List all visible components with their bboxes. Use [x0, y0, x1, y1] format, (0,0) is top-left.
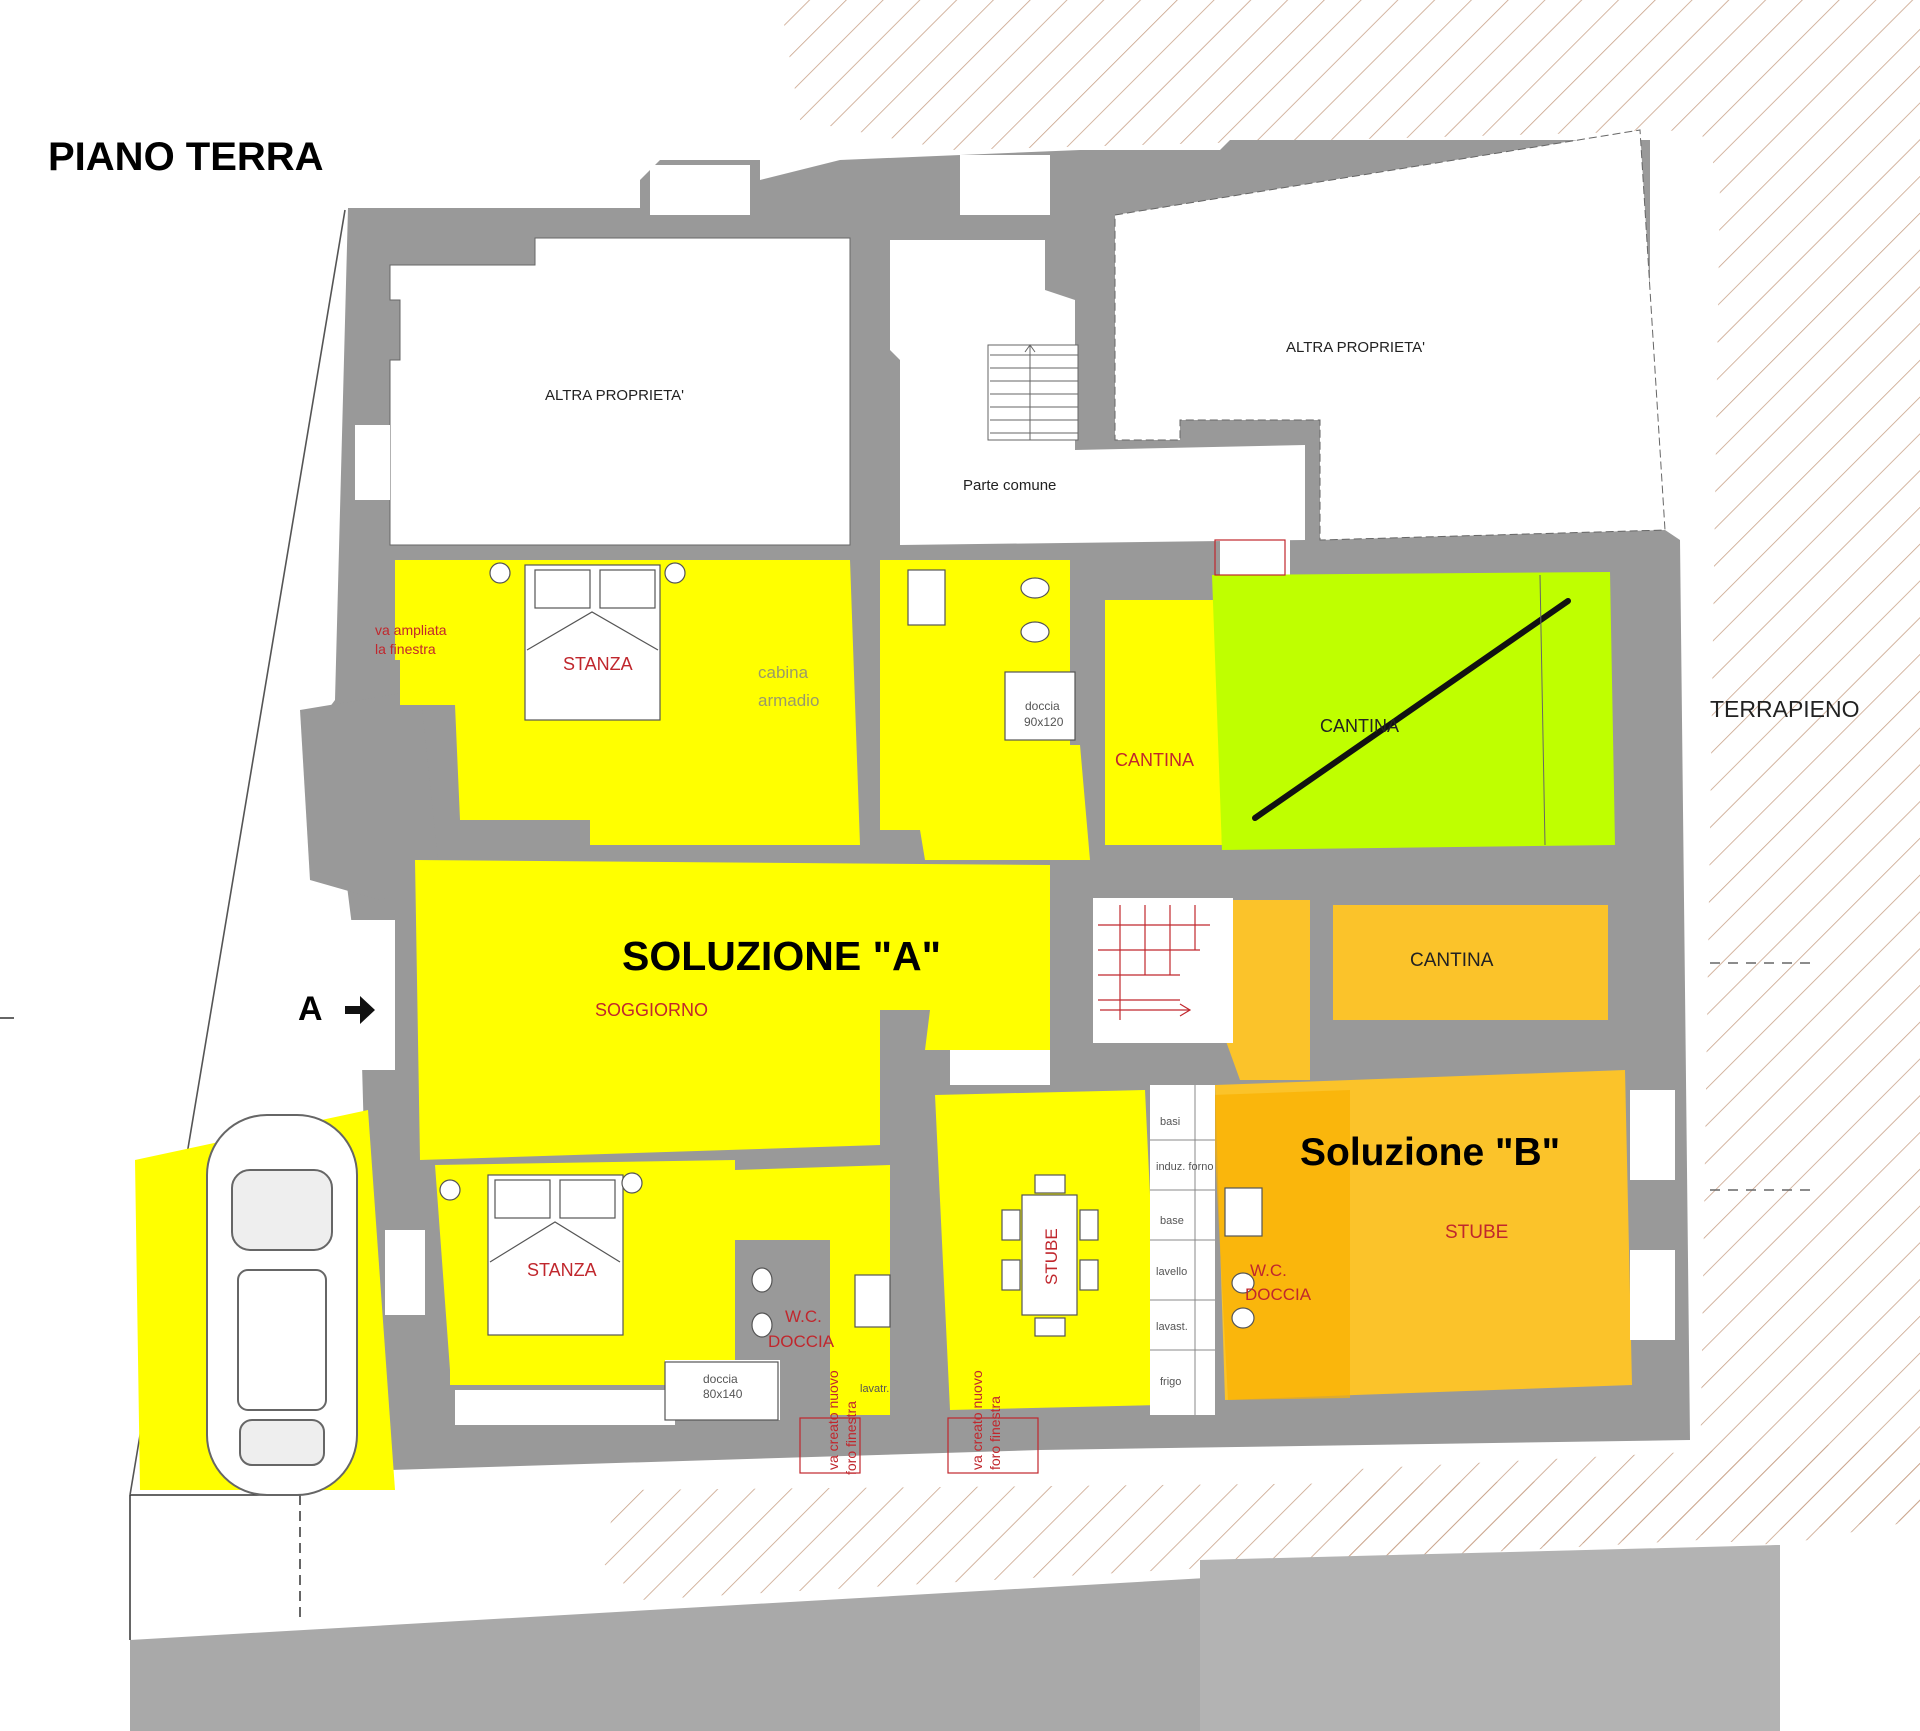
soluzione-b-title: Soluzione "B"	[1300, 1131, 1560, 1174]
parte-comune-label: Parte comune	[963, 477, 1056, 494]
doccia-bottom-label-2: 80x140	[703, 1387, 743, 1401]
stube-table-label: STUBE	[1042, 1228, 1061, 1285]
road	[129, 1494, 1780, 1731]
doccia-bottom-label-1: doccia	[703, 1372, 738, 1386]
altra-proprieta-right-label: ALTRA PROPRIETA'	[1286, 339, 1425, 356]
entrance-arrow-icon	[345, 996, 375, 1024]
lavatr-label: lavatr.	[860, 1383, 889, 1395]
kitchen-lavello-label: lavello	[1156, 1266, 1187, 1278]
kitchen-basi-label: basi	[1160, 1116, 1180, 1128]
doccia-top-label-1: doccia	[1025, 699, 1060, 713]
wc-left-label-2: DOCCIA	[768, 1332, 835, 1351]
altra-proprieta-left-label: ALTRA PROPRIETA'	[545, 387, 684, 404]
cantina-orange-label: CANTINA	[1410, 950, 1494, 971]
cantina-green-label: CANTINA	[1320, 716, 1399, 736]
va-creato-left-label-2: foro finestra	[843, 1401, 859, 1475]
parte-comune	[650, 155, 1305, 580]
kitchen-lavast-label: lavast.	[1156, 1321, 1188, 1333]
wc-left-label-1: W.C.	[785, 1307, 822, 1326]
cantina-mid-label: CANTINA	[1115, 750, 1194, 770]
dining-table	[1001, 1174, 1099, 1337]
kitchen-column	[1150, 1085, 1215, 1415]
stair	[1093, 898, 1233, 1043]
wc-right-label-1: W.C.	[1250, 1261, 1287, 1280]
bed-bottom	[439, 1172, 643, 1336]
va-ampliata-label-2: la finestra	[375, 641, 436, 657]
page-title: PIANO TERRA	[48, 135, 324, 179]
kitchen-base-label: base	[1160, 1215, 1184, 1227]
altra-proprieta-right	[1114, 129, 1666, 541]
cabina-label-2: armadio	[758, 691, 819, 710]
bathroom-fixtures	[664, 569, 1263, 1421]
cabina-label-1: cabina	[758, 663, 809, 682]
wc-right-label-2: DOCCIA	[1245, 1285, 1312, 1304]
stube-b-label: STUBE	[1445, 1222, 1508, 1243]
stanza-top-label: STANZA	[563, 654, 633, 674]
terrain-hatch	[600, 0, 1920, 1600]
car-icon	[206, 1114, 358, 1496]
va-creato-right-label-1: va creato nuovo	[969, 1370, 985, 1470]
annotation-boxes	[799, 539, 1286, 1474]
kitchen-frigo-label: frigo	[1160, 1376, 1181, 1388]
va-creato-right-label-2: foro finestra	[987, 1396, 1003, 1470]
altra-proprieta-left	[355, 237, 851, 546]
bed-top	[489, 562, 686, 721]
terrapieno-label: TERRAPIENO	[1710, 696, 1860, 722]
entrance-marker: A	[298, 990, 323, 1028]
soluzione-a-title: SOLUZIONE "A"	[622, 933, 941, 979]
cross-out-line	[1252, 598, 1571, 821]
doccia-top-label-2: 90x120	[1024, 715, 1064, 729]
soggiorno-label: SOGGIORNO	[595, 1000, 708, 1020]
stanza-bottom-label: STANZA	[527, 1260, 597, 1280]
kitchen-induz-label: induz. forno	[1156, 1161, 1213, 1173]
va-creato-left-label-1: va creato nuovo	[825, 1370, 841, 1470]
va-ampliata-label-1: va ampliata	[375, 622, 447, 638]
